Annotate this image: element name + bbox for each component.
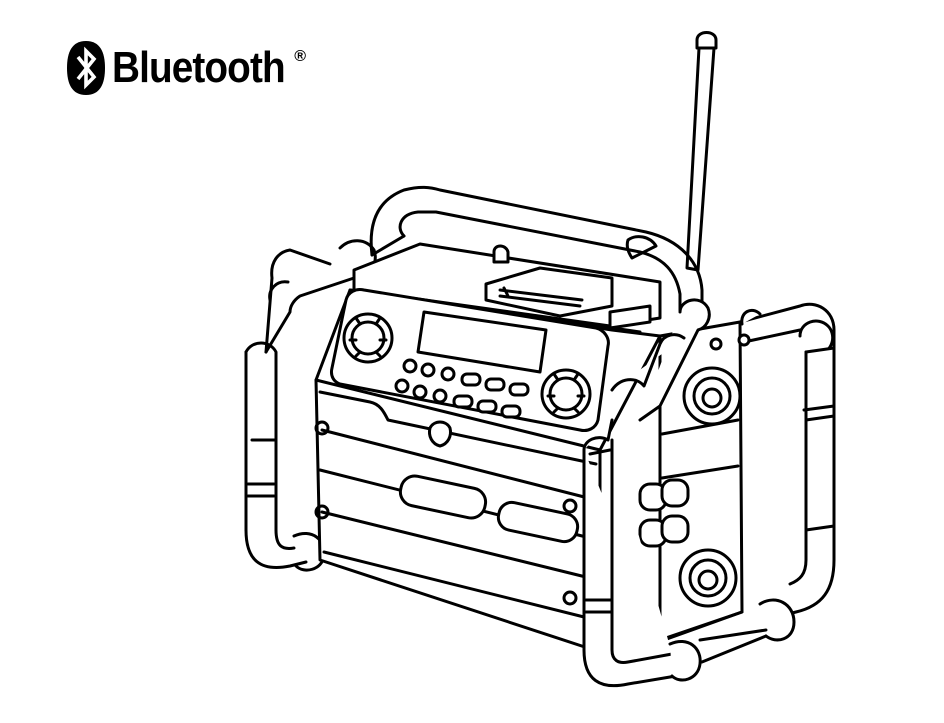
lcd-display [416,310,548,374]
control-panel [330,288,610,432]
carry-handle [369,185,704,312]
side-panel [638,320,744,642]
side-jacks[interactable] [638,478,690,548]
battery-compartment [352,242,662,330]
front-grille [314,390,600,622]
lower-speaker [678,548,738,608]
preset-buttons[interactable] [394,358,530,419]
antenna [685,31,718,272]
front-right-frame [582,298,711,688]
tuning-knob[interactable] [540,368,592,420]
registered-mark: ® [294,48,307,65]
back-right-frame [698,302,836,664]
upper-speaker [682,366,742,426]
bluetooth-wordmark: Bluetooth [112,43,286,92]
bluetooth-logo: Bluetooth ® [66,40,306,96]
volume-knob[interactable] [342,312,394,364]
bluetooth-rune-icon [67,41,105,95]
